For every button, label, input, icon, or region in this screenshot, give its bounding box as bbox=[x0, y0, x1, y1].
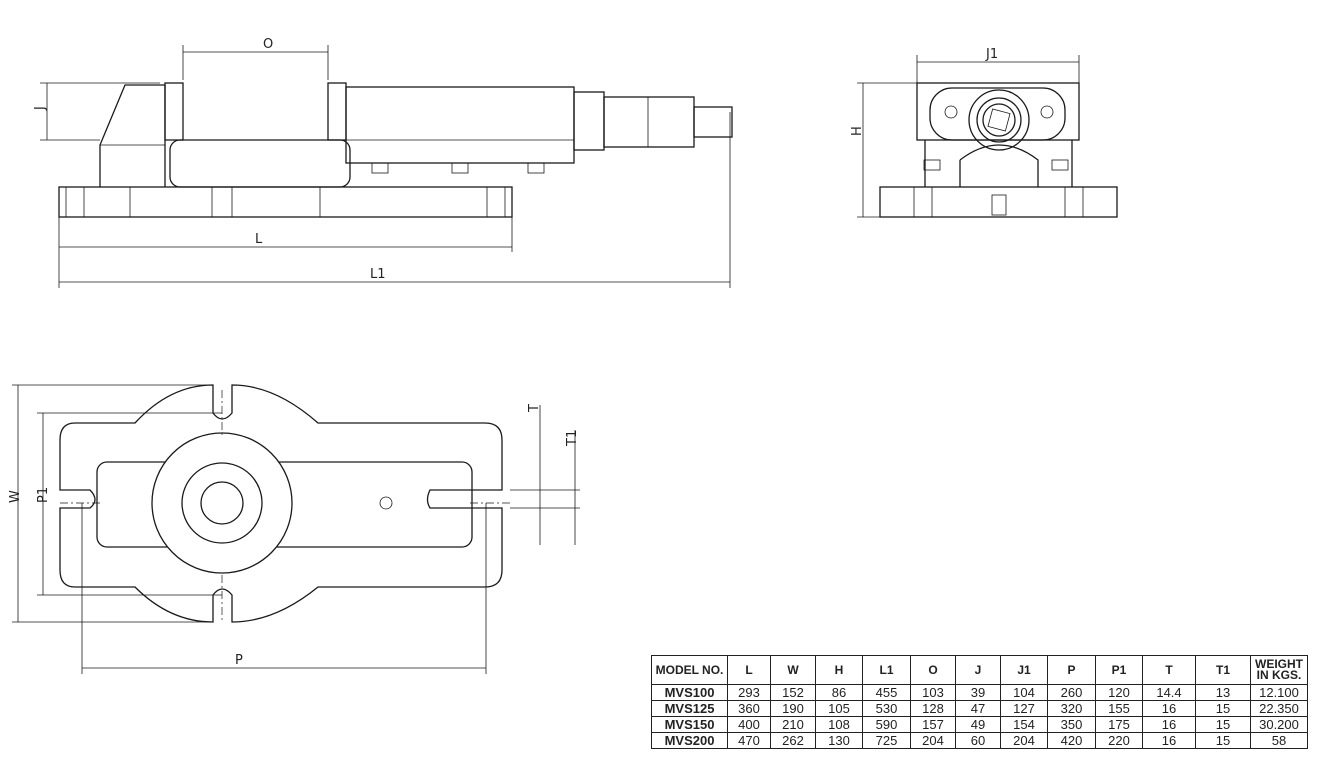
model-cell: MVS150 bbox=[651, 716, 728, 733]
dim-label-h: H bbox=[850, 126, 865, 136]
header-p: P bbox=[1047, 655, 1096, 685]
value-cell: 400 bbox=[727, 716, 771, 733]
dim-label-p1: P1 bbox=[36, 487, 51, 503]
value-cell: 105 bbox=[815, 700, 863, 717]
header-o: O bbox=[910, 655, 956, 685]
value-cell: 725 bbox=[862, 732, 911, 749]
value-cell: 16 bbox=[1142, 700, 1196, 717]
dim-label-t1: T1 bbox=[565, 430, 580, 447]
value-cell: 590 bbox=[862, 716, 911, 733]
value-cell: 320 bbox=[1047, 700, 1096, 717]
dim-label-l1: L1 bbox=[370, 267, 386, 282]
value-cell: 86 bbox=[815, 684, 863, 701]
dim-label-l: L bbox=[255, 232, 263, 247]
value-cell: 204 bbox=[910, 732, 956, 749]
dimension-table: MODEL NO. L W H L1 O J J1 P P1 T T1 WEIG… bbox=[651, 655, 1308, 749]
value-cell: 175 bbox=[1095, 716, 1143, 733]
value-cell: 220 bbox=[1095, 732, 1143, 749]
header-w: W bbox=[770, 655, 816, 685]
value-cell: 154 bbox=[1000, 716, 1048, 733]
value-cell: 530 bbox=[862, 700, 911, 717]
front-view: J1 H bbox=[850, 47, 1118, 218]
value-cell: 470 bbox=[727, 732, 771, 749]
model-cell: MVS200 bbox=[651, 732, 728, 749]
value-cell: 155 bbox=[1095, 700, 1143, 717]
value-cell: 293 bbox=[727, 684, 771, 701]
header-j: J bbox=[955, 655, 1001, 685]
table-header-row: MODEL NO. L W H L1 O J J1 P P1 T T1 WEIG… bbox=[651, 655, 1308, 685]
value-cell: 152 bbox=[770, 684, 816, 701]
value-cell: 204 bbox=[1000, 732, 1048, 749]
value-cell: 260 bbox=[1047, 684, 1096, 701]
value-cell: 128 bbox=[910, 700, 956, 717]
header-weight: WEIGHT IN KGS. bbox=[1250, 655, 1308, 685]
value-cell: 30.200 bbox=[1250, 716, 1308, 733]
value-cell: 420 bbox=[1047, 732, 1096, 749]
header-model: MODEL NO. bbox=[651, 655, 728, 685]
value-cell: 15 bbox=[1195, 732, 1251, 749]
side-view: O J L L1 bbox=[33, 37, 733, 288]
value-cell: 16 bbox=[1142, 732, 1196, 749]
header-l1: L1 bbox=[862, 655, 911, 685]
plan-view: W P1 P T T1 bbox=[8, 384, 580, 674]
header-l: L bbox=[727, 655, 771, 685]
dim-label-j1: J1 bbox=[985, 47, 998, 62]
value-cell: 350 bbox=[1047, 716, 1096, 733]
value-cell: 103 bbox=[910, 684, 956, 701]
dim-label-t: T bbox=[527, 404, 542, 413]
header-h: H bbox=[815, 655, 863, 685]
value-cell: 130 bbox=[815, 732, 863, 749]
value-cell: 190 bbox=[770, 700, 816, 717]
value-cell: 60 bbox=[955, 732, 1001, 749]
dim-label-j: J bbox=[33, 106, 48, 111]
model-cell: MVS100 bbox=[651, 684, 728, 701]
header-t: T bbox=[1142, 655, 1196, 685]
model-cell: MVS125 bbox=[651, 700, 728, 717]
dim-label-w: W bbox=[8, 490, 23, 503]
value-cell: 13 bbox=[1195, 684, 1251, 701]
value-cell: 127 bbox=[1000, 700, 1048, 717]
value-cell: 12.100 bbox=[1250, 684, 1308, 701]
value-cell: 210 bbox=[770, 716, 816, 733]
dim-label-p: P bbox=[235, 653, 243, 668]
value-cell: 58 bbox=[1250, 732, 1308, 749]
value-cell: 455 bbox=[862, 684, 911, 701]
value-cell: 16 bbox=[1142, 716, 1196, 733]
value-cell: 262 bbox=[770, 732, 816, 749]
value-cell: 104 bbox=[1000, 684, 1048, 701]
value-cell: 14.4 bbox=[1142, 684, 1196, 701]
dim-label-o: O bbox=[263, 37, 273, 52]
value-cell: 15 bbox=[1195, 716, 1251, 733]
value-cell: 49 bbox=[955, 716, 1001, 733]
value-cell: 22.350 bbox=[1250, 700, 1308, 717]
value-cell: 15 bbox=[1195, 700, 1251, 717]
value-cell: 360 bbox=[727, 700, 771, 717]
header-t1: T1 bbox=[1195, 655, 1251, 685]
value-cell: 120 bbox=[1095, 684, 1143, 701]
value-cell: 108 bbox=[815, 716, 863, 733]
value-cell: 157 bbox=[910, 716, 956, 733]
header-p1: P1 bbox=[1095, 655, 1143, 685]
value-cell: 47 bbox=[955, 700, 1001, 717]
value-cell: 39 bbox=[955, 684, 1001, 701]
header-j1: J1 bbox=[1000, 655, 1048, 685]
